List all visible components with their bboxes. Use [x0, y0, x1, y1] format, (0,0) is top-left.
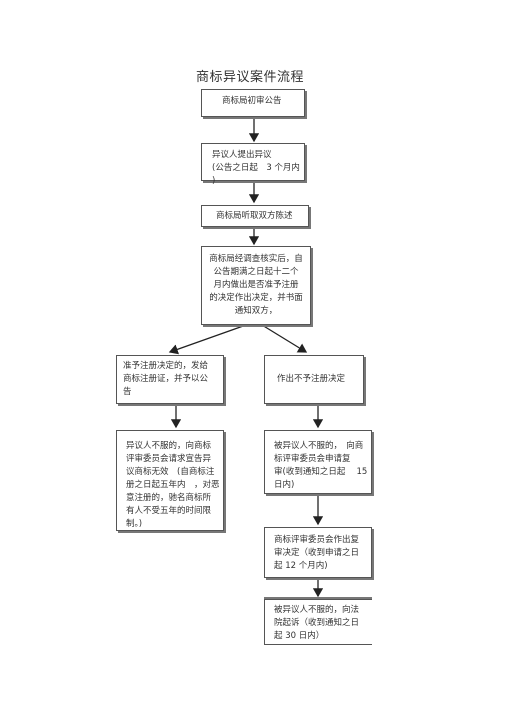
node-line: 被异议人不服的， 向商	[274, 441, 364, 451]
node-invalid-request: 异议人不服的，向商标 评审委员会请求宣告异 议商标无效 (自商标注 册之日起五年…	[116, 430, 224, 531]
node-line: 的决定作出决定，并书面	[209, 293, 303, 303]
node-line: 商标评审委员会作出复	[274, 535, 360, 545]
node-line: 商标局经调查核实后，自	[209, 254, 303, 264]
node-line: 被异议人不服的，向法	[274, 605, 360, 615]
node-line: 公告期满之日起十二个	[213, 267, 299, 277]
node-approve: 准予注册决定的，发给 商标注册证，并予以公 告	[116, 355, 224, 404]
node-line: 标评审委员会申请复	[274, 454, 351, 464]
node-line: 异议人不服的，向商标	[126, 441, 212, 451]
diagram-title: 商标异议案件流程	[196, 70, 305, 85]
node-announce: 商标局初审公告	[201, 89, 305, 117]
node-line: 商标注册证，并予以公	[123, 374, 209, 384]
node-line: 日内)	[274, 480, 295, 490]
node-line: 意注册的，驰名商标所	[126, 493, 212, 503]
node-hearing: 商标局听取双方陈述	[201, 205, 309, 227]
node-line: 作出不予注册决定	[277, 374, 346, 384]
arrow-investigation-reject	[261, 324, 308, 353]
node-investigation: 商标局经调查核实后，自 公告期满之日起十二个 月内做出是否准予注册 的决定作出决…	[201, 246, 311, 325]
node-line: 告	[123, 387, 132, 397]
arrow-investigation-approve	[168, 324, 247, 355]
node-line: 起 30 日内）	[274, 631, 325, 641]
node-line: 议商标无效 (自商标注	[126, 467, 215, 477]
node-line: 审(收到通知之日起 15	[274, 467, 368, 477]
node-line: 审决定（收到申请之日	[274, 548, 360, 558]
node-review-decision: 商标评审委员会作出复 审决定（收到申请之日 起 12 个月内)	[264, 527, 372, 578]
node-line: 起 12 个月内)	[274, 561, 328, 571]
node-reject: 作出不予注册决定	[264, 355, 364, 404]
node-line: 通知双方，	[234, 306, 278, 316]
node-line: 商标局听取双方陈述	[216, 211, 293, 221]
node-line: 院起诉（收到通知之日	[274, 618, 360, 628]
node-line: 异议人提出异议	[212, 150, 272, 160]
node-line: 有人不受五年的时间限	[126, 506, 212, 516]
node-lawsuit: 被异议人不服的，向法 院起诉（收到通知之日 起 30 日内）	[264, 599, 372, 645]
node-review-request: 被异议人不服的， 向商 标评审委员会申请复 审(收到通知之日起 15 日内)	[264, 430, 372, 494]
node-line: 制。)	[126, 519, 143, 529]
node-line: 准予注册决定的，发给	[123, 361, 209, 371]
node-line: 册之日起五年内 ，对恶	[126, 480, 220, 490]
node-line: 评审委员会请求宣告异	[126, 454, 212, 464]
node-objection: 异议人提出异议 (公告之日起 3 个月内 )	[201, 143, 305, 186]
node-line: 月内做出是否准予注册	[213, 280, 299, 290]
node-line: 商标局初审公告	[222, 96, 282, 106]
node-line: (公告之日起 3 个月内 )	[212, 163, 300, 186]
